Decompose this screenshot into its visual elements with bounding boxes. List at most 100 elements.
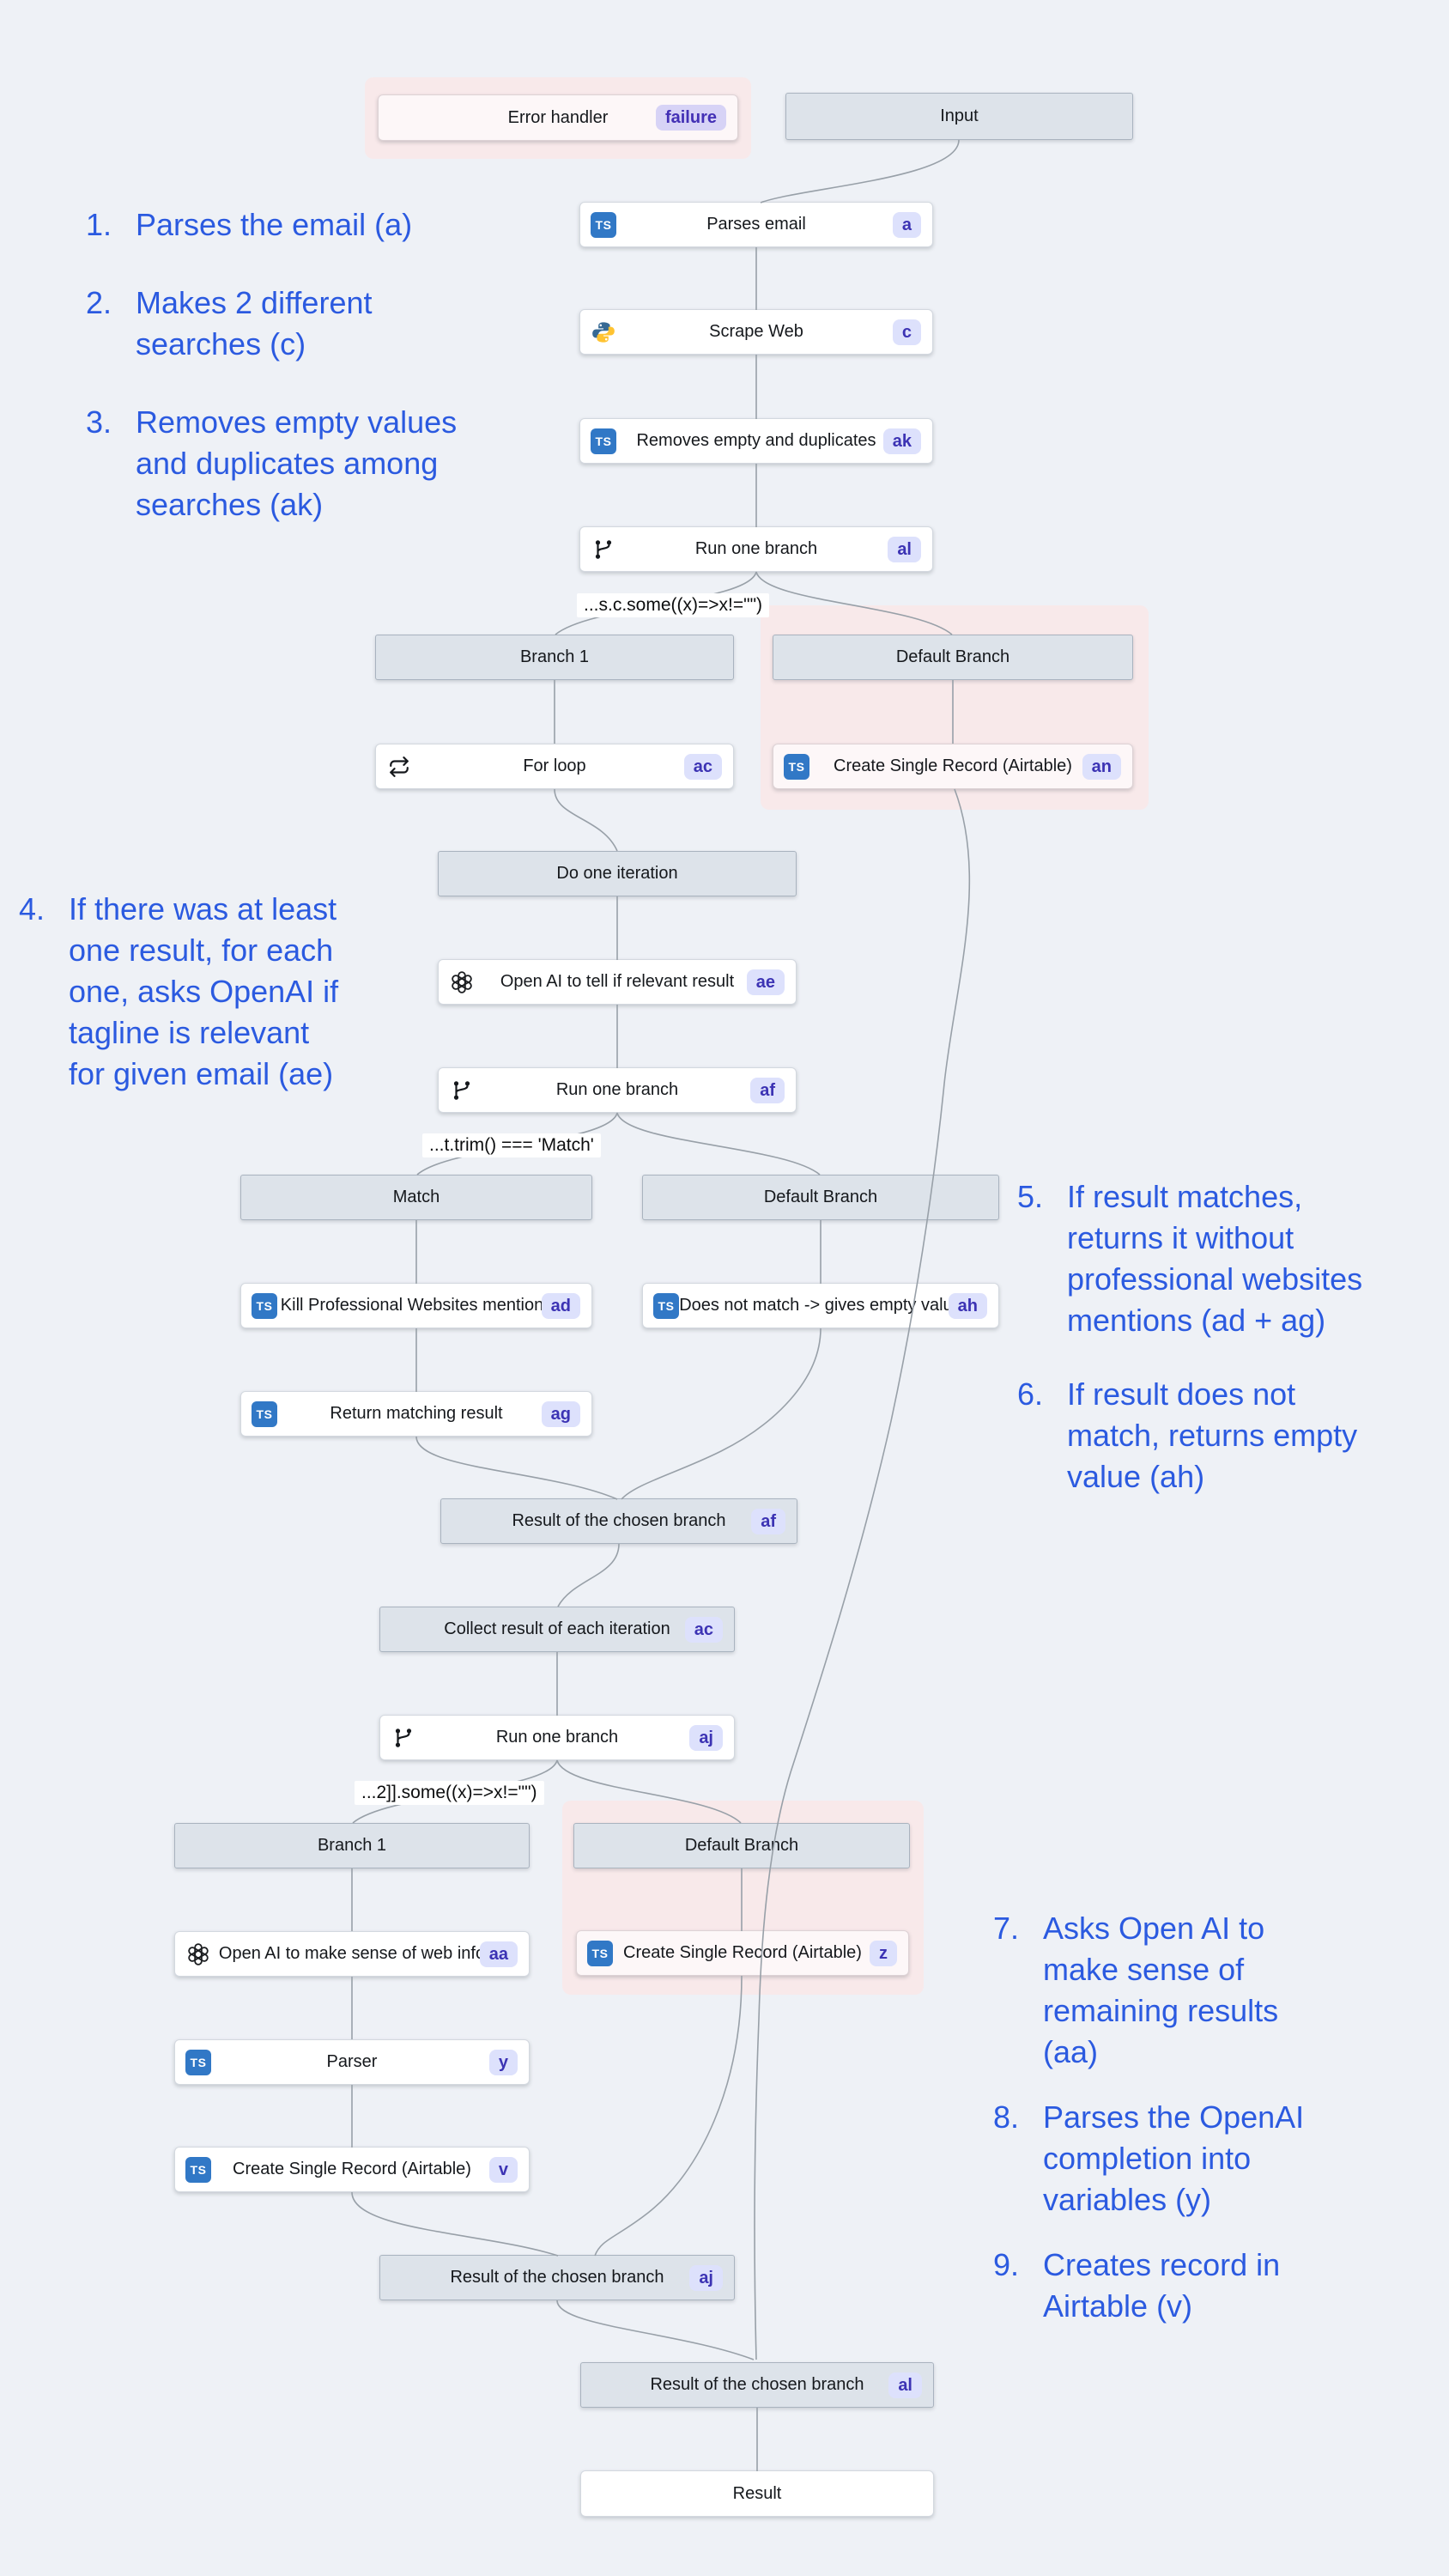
- do-one-iteration-header[interactable]: Do one iteration: [438, 851, 797, 896]
- loop-icon: [386, 754, 412, 780]
- node-badge: z: [870, 1940, 897, 1966]
- node-badge: ah: [948, 1292, 987, 1319]
- annotation-text: If result matches, returns it without pr…: [1067, 1179, 1363, 1338]
- node-parser[interactable]: TS Parser y: [174, 2039, 530, 2085]
- default-branch-header[interactable]: Default Branch: [773, 635, 1133, 680]
- node-label: Input: [940, 106, 979, 125]
- node-label: Result of the chosen branch: [512, 1511, 726, 1530]
- node-label: Removes empty and duplicates: [636, 431, 876, 450]
- node-label: Create Single Record (Airtable): [834, 756, 1072, 775]
- node-error-handler[interactable]: Error handler failure: [378, 94, 738, 141]
- annotation-block-7-9: 7. Asks Open AI to make sense of remaini…: [993, 1908, 1422, 2327]
- node-badge: a: [892, 211, 921, 238]
- git-branch-icon: [449, 1078, 475, 1103]
- annotation-number: 4.: [19, 891, 45, 927]
- default-branch-header[interactable]: Default Branch: [642, 1175, 999, 1220]
- node-badge: af: [751, 1508, 785, 1534]
- annotation-item: 6. If result does not match, returns emp…: [1017, 1374, 1438, 1498]
- node-label: Run one branch: [495, 1728, 619, 1747]
- annotation-number: 5.: [1017, 1179, 1044, 1214]
- node-badge: ad: [541, 1292, 580, 1319]
- node-openai-make-sense[interactable]: Open AI to make sense of web info aa: [174, 1931, 530, 1977]
- node-label: Run one branch: [555, 1080, 679, 1099]
- node-removes-empty-duplicates[interactable]: TS Removes empty and duplicates ak: [579, 418, 933, 464]
- annotation-item: 2. Makes 2 different searches (c): [86, 283, 498, 365]
- annotation-number: 7.: [993, 1911, 1020, 1946]
- node-badge: ak: [882, 428, 921, 454]
- node-badge: y: [488, 2049, 518, 2075]
- node-run-one-branch-af[interactable]: Run one branch af: [438, 1067, 797, 1113]
- typescript-icon: TS: [784, 753, 809, 780]
- node-run-one-branch-al[interactable]: Run one branch al: [579, 526, 933, 572]
- node-result[interactable]: Result: [580, 2470, 934, 2517]
- result-chosen-branch-al[interactable]: Result of the chosen branch al: [580, 2362, 934, 2408]
- default-branch-header[interactable]: Default Branch: [573, 1823, 910, 1868]
- node-label: Result of the chosen branch: [450, 2268, 664, 2287]
- node-badge: v: [488, 2156, 518, 2183]
- node-label: Parser: [326, 2052, 378, 2071]
- git-branch-icon: [391, 1725, 416, 1751]
- annotation-text: Asks Open AI to make sense of remaining …: [1043, 1911, 1279, 2069]
- node-label: Branch 1: [317, 1836, 387, 1855]
- openai-icon: [185, 1941, 211, 1967]
- node-scrape-web[interactable]: Scrape Web c: [579, 309, 933, 355]
- node-badge: aj: [689, 2264, 723, 2291]
- node-badge: ac: [684, 1616, 723, 1643]
- node-label: Result: [732, 2483, 782, 2503]
- node-create-single-record-v[interactable]: TS Create Single Record (Airtable) v: [174, 2147, 530, 2192]
- node-badge: al: [888, 2372, 922, 2398]
- typescript-icon: TS: [591, 428, 616, 454]
- node-badge: aj: [689, 1724, 723, 1751]
- annotation-text: Creates record in Airtable (v): [1043, 2247, 1281, 2324]
- node-for-loop[interactable]: For loop ac: [375, 744, 734, 789]
- node-label: Open AI to tell if relevant result: [500, 972, 735, 991]
- typescript-icon: TS: [653, 1292, 679, 1319]
- annotation-text: Parses the email (a): [136, 207, 413, 242]
- branch-condition-label: ...t.trim() === 'Match': [422, 1133, 601, 1157]
- node-label: Run one branch: [694, 539, 818, 558]
- typescript-icon: TS: [591, 211, 616, 238]
- node-badge: an: [1082, 753, 1121, 780]
- node-label: Create Single Record (Airtable): [623, 1943, 862, 1962]
- annotation-item: 3. Removes empty values and duplicates a…: [86, 402, 498, 526]
- node-badge: aa: [479, 1941, 518, 1967]
- node-create-single-record-z[interactable]: TS Create Single Record (Airtable) z: [576, 1930, 909, 1976]
- node-label: Default Branch: [763, 1188, 878, 1206]
- typescript-icon: TS: [185, 2049, 211, 2075]
- annotation-item: 9. Creates record in Airtable (v): [993, 2245, 1422, 2327]
- annotation-item: 5. If result matches, returns it without…: [1017, 1176, 1438, 1341]
- node-does-not-match[interactable]: TS Does not match -> gives empty value a…: [642, 1283, 999, 1328]
- node-label: Error handler: [507, 107, 609, 127]
- node-run-one-branch-aj[interactable]: Run one branch aj: [379, 1715, 735, 1760]
- annotation-block-5-6: 5. If result matches, returns it without…: [1017, 1176, 1438, 1498]
- node-return-matching-result[interactable]: TS Return matching result ag: [240, 1391, 592, 1437]
- annotation-number: 3.: [86, 404, 112, 440]
- node-label: Default Branch: [684, 1836, 799, 1855]
- node-label: Parses email: [706, 215, 806, 234]
- annotation-number: 2.: [86, 285, 112, 320]
- annotation-item: 1. Parses the email (a): [86, 204, 498, 246]
- node-openai-relevant-result[interactable]: Open AI to tell if relevant result ae: [438, 959, 797, 1005]
- result-chosen-branch-aj[interactable]: Result of the chosen branch aj: [379, 2255, 735, 2300]
- node-label: Create Single Record (Airtable): [233, 2160, 471, 2178]
- node-label: Open AI to make sense of web info: [218, 1944, 486, 1963]
- node-parses-email[interactable]: TS Parses email a: [579, 202, 933, 247]
- annotation-item: 4. If there was at least one result, for…: [19, 889, 414, 1095]
- annotation-text: If there was at least one result, for ea…: [69, 891, 339, 1091]
- node-input[interactable]: Input: [785, 93, 1133, 140]
- node-create-single-record-an[interactable]: TS Create Single Record (Airtable) an: [773, 744, 1133, 789]
- branch-1-header[interactable]: Branch 1: [375, 635, 734, 680]
- result-chosen-branch-af[interactable]: Result of the chosen branch af: [440, 1498, 797, 1544]
- collect-result-header[interactable]: Collect result of each iteration ac: [379, 1607, 735, 1652]
- annotation-text: Makes 2 different searches (c): [136, 285, 373, 361]
- node-badge: ag: [541, 1400, 580, 1427]
- annotation-text: Parses the OpenAI completion into variab…: [1043, 2099, 1305, 2217]
- typescript-icon: TS: [587, 1940, 613, 1966]
- node-label: Scrape Web: [709, 322, 803, 341]
- node-badge: af: [750, 1077, 785, 1103]
- branch-1-header[interactable]: Branch 1: [174, 1823, 530, 1868]
- node-label: Collect result of each iteration: [444, 1619, 670, 1638]
- match-branch-header[interactable]: Match: [240, 1175, 592, 1220]
- node-label: Default Branch: [895, 647, 1010, 666]
- node-kill-professional-websites[interactable]: TS Kill Professional Websites mentions a…: [240, 1283, 592, 1328]
